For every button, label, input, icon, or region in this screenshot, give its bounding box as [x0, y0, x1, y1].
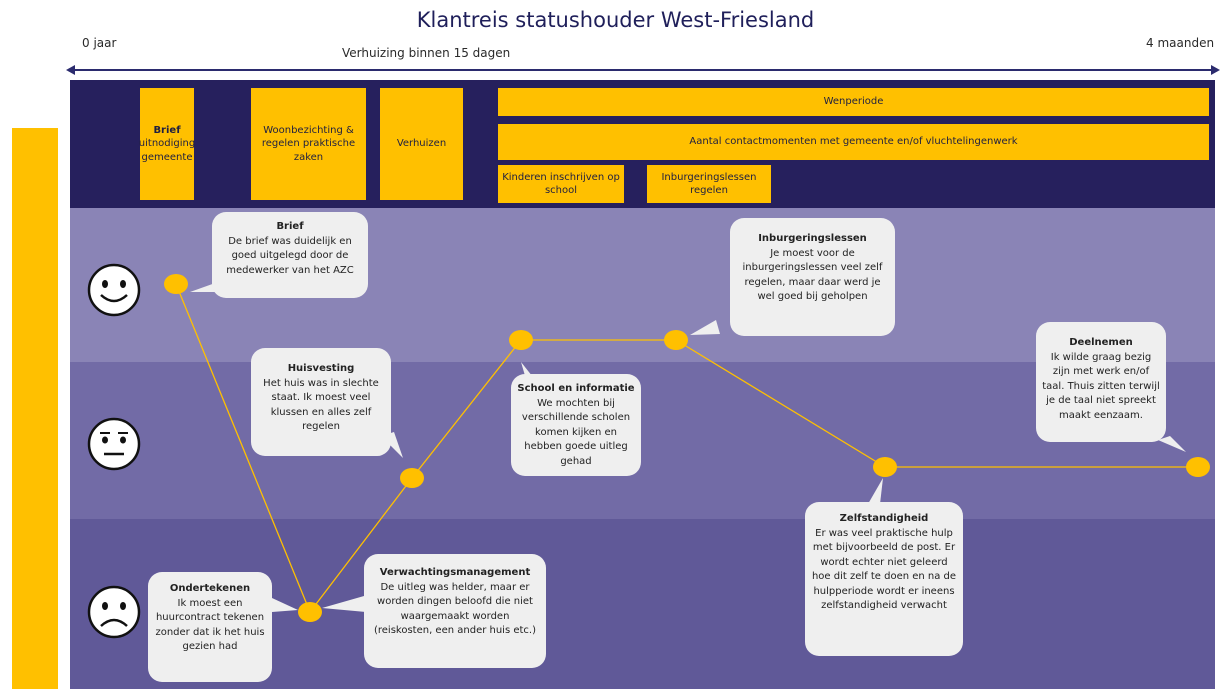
happy-face-icon — [87, 263, 141, 317]
bubble-ondertekenen-title: Ondertekenen — [169, 583, 251, 594]
bubble-zelfstandigheid-title: Zelfstandigheid — [839, 513, 929, 524]
point-deelnemen — [1186, 457, 1210, 477]
step-verhuizen: Verhuizen — [380, 88, 463, 200]
bubble-verwachtingsmanagement: Verwachtingsmanagement De uitleg was hel… — [364, 554, 546, 668]
timeline-start-label: 0 jaar — [82, 36, 117, 50]
step-contactmomenten: Aantal contactmomenten met gemeente en/o… — [498, 124, 1209, 160]
point-ondertekenen — [298, 602, 322, 622]
step-wenperiode: Wenperiode — [498, 88, 1209, 116]
page-title: Klantreis statushouder West-Friesland — [416, 8, 815, 32]
bubble-school: School en informatie We mochten bij vers… — [511, 374, 641, 476]
bubble-deelnemen-title: Deelnemen — [1069, 337, 1133, 348]
timeline-arrow — [66, 65, 1220, 75]
bubble-deelnemen: Deelnemen Ik wilde graag bezig zijn met … — [1036, 322, 1166, 442]
step-brief-text: uitnodiging gemeente — [138, 138, 196, 163]
step-inburgering-regelen-text: Inburgeringslessen regelen — [661, 171, 757, 197]
step-brief: Brief uitnodiging gemeente — [138, 88, 196, 200]
step-woonbezichting: Woonbezichting & regelen praktische zake… — [251, 88, 366, 200]
step-brief-title: Brief — [153, 124, 181, 136]
emotion-scale-bar — [12, 128, 58, 689]
move-period-label: Verhuizing binnen 15 dagen — [342, 46, 511, 60]
bubble-huisvesting-title: Huisvesting — [287, 363, 355, 374]
point-zelfstandigheid — [873, 457, 897, 477]
bubble-tail-zelfstandigheid — [868, 478, 883, 504]
step-verhuizen-text: Verhuizen — [396, 138, 447, 150]
step-inburgering-regelen: Inburgeringslessen regelen — [647, 165, 771, 203]
point-inburgeringslessen — [664, 330, 688, 350]
bubble-verwachtingsmanagement-title: Verwachtingsmanagement — [379, 567, 531, 578]
timeline-end-label: 4 maanden — [1146, 36, 1215, 50]
step-kinderen-inschrijven-text: Kinderen inschrijven op school — [502, 171, 620, 197]
neutral-face-icon — [87, 417, 141, 471]
bubble-brief-text: De brief was duidelijk en goed uitgelegd… — [226, 235, 354, 276]
point-huisvesting — [400, 468, 424, 488]
bubble-tail-inburgeringslessen — [690, 320, 720, 335]
sad-face-icon — [87, 585, 141, 639]
bubble-brief-title: Brief — [276, 221, 304, 232]
point-brief — [164, 274, 188, 294]
bubble-inburgeringslessen: Inburgeringslessen Je moest voor de inbu… — [730, 218, 895, 336]
bubble-zelfstandigheid: Zelfstandigheid Er was veel praktische h… — [805, 502, 963, 656]
bubble-tail-deelnemen — [1158, 436, 1186, 452]
bubble-school-text: We mochten bij verschillende scholen kom… — [521, 397, 631, 467]
bubble-ondertekenen: Ondertekenen Ik moest een huurcontract t… — [148, 572, 272, 682]
bubble-inburgeringslessen-title: Inburgeringslessen — [758, 233, 867, 244]
bubble-inburgeringslessen-text: Je moest voor de inburgeringslessen veel… — [742, 247, 883, 303]
step-kinderen-inschrijven: Kinderen inschrijven op school — [498, 165, 624, 203]
bubble-tail-verwachting — [322, 596, 366, 612]
step-wenperiode-text: Wenperiode — [823, 96, 884, 108]
bubble-brief: Brief De brief was duidelijk en goed uit… — [212, 212, 368, 298]
bubble-huisvesting-text: Het huis was in slechte staat. Ik moest … — [263, 377, 379, 433]
step-contactmomenten-text: Aantal contactmomenten met gemeente en/o… — [689, 136, 1018, 148]
bubble-huisvesting: Huisvesting Het huis was in slechte staa… — [251, 348, 391, 456]
bubble-verwachtingsmanagement-text: De uitleg was helder, maar er worden din… — [373, 581, 537, 637]
bubble-zelfstandigheid-text: Er was veel praktische hulp met bijvoorb… — [811, 527, 957, 612]
step-woonbezichting-text: Woonbezichting & regelen praktische zake… — [261, 124, 356, 163]
bubble-tail-ondertekenen — [272, 598, 298, 612]
bubble-ondertekenen-text: Ik moest een huurcontract tekenen zonder… — [155, 597, 265, 653]
point-school — [509, 330, 533, 350]
bubble-school-title: School en informatie — [517, 383, 635, 394]
bubble-deelnemen-text: Ik wilde graag bezig zijn met werk en/of… — [1042, 351, 1160, 421]
